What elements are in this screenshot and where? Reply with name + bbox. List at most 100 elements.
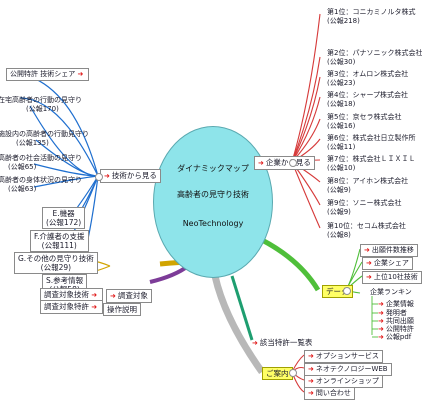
company-2[interactable]: 第2位：パナソニック株式会社 (公報30) — [327, 49, 422, 67]
company-branch-label[interactable]: ➜企業から見る — [254, 156, 315, 170]
arrow-right-icon: ➜ — [252, 339, 258, 347]
tech-item-5-title: E.機器 — [52, 209, 75, 218]
arrow-right-icon: ➜ — [77, 70, 84, 78]
company-1-sub: (公報218) — [327, 17, 360, 25]
tech-item-1[interactable]: 在宅高齢者の行動の見守り (公報170) — [0, 96, 82, 114]
center-topic[interactable]: ダイナミックマップ 高齢者の見守り技術 NeoTechnology — [153, 126, 273, 278]
company-node-dot — [289, 159, 297, 167]
arrow-right-icon: ➜ — [308, 352, 314, 360]
tech-item-4-title: 高齢者の身体状況の見守り — [0, 176, 82, 184]
guide-item-4[interactable]: ➜問い合わせ — [304, 387, 355, 400]
ranking-item-5[interactable]: ➜公報pdf — [378, 333, 411, 342]
arrow-right-icon: ➜ — [366, 259, 372, 267]
survey-tech-text: 調査対象技術 — [44, 290, 89, 299]
tech-item-4-sub: (公報63) — [8, 185, 37, 193]
company-9[interactable]: 第9位：ソニー株式会社 (公報9) — [327, 199, 401, 217]
company-7[interactable]: 第7位：株式会社ＬＩＸＩＬ (公報10) — [327, 155, 415, 173]
company-4[interactable]: 第4位：シャープ株式会社 (公報18) — [327, 91, 408, 109]
arrow-right-icon: ➜ — [378, 300, 384, 308]
company-9-sub: (公報9) — [327, 208, 351, 216]
data-node-dot — [343, 287, 351, 295]
survey-patent-text: 調査対象特許 — [44, 302, 89, 311]
company-3-sub: (公報23) — [327, 79, 356, 87]
operation-guide[interactable]: 操作説明 — [103, 303, 141, 316]
company-1[interactable]: 第1位：コニカミノルタ株式 (公報218) — [327, 8, 415, 26]
patent-list-link[interactable]: ➜該当特許一覧表 — [252, 338, 312, 348]
arrow-right-icon: ➜ — [378, 325, 384, 333]
ranking-item-2[interactable]: ➜発明者 — [378, 309, 407, 318]
survey-patent-link[interactable]: 調査対象特許 ➜ — [40, 300, 104, 314]
guide-node-dot — [289, 369, 297, 377]
tech-item-3[interactable]: 高齢者の社会活動の見守り (公報65) — [0, 154, 82, 172]
company-8-name: 第8位：アイホン株式会社 — [327, 177, 409, 185]
arrow-right-icon: ➜ — [308, 377, 314, 385]
data-branch — [260, 237, 321, 292]
data-item-2-text: 企業シェア — [373, 259, 409, 267]
tech-item-7-title: G.その他の見守り技術 — [18, 254, 94, 263]
company-10[interactable]: 第10位：セコム株式会社 (公報8) — [327, 222, 406, 240]
company-4-name: 第4位：シャープ株式会社 — [327, 91, 409, 99]
arrow-right-icon: ➜ — [378, 333, 384, 341]
tech-item-5-sub: (公報172) — [46, 218, 82, 227]
top-share-link[interactable]: 公開特許 技術シェア ➜ — [6, 68, 90, 81]
data-item-1[interactable]: ➜出願件数推移 — [360, 244, 418, 257]
tech-item-7-sub: (公報29) — [40, 263, 72, 272]
ranking-item-3[interactable]: ➜共同出願 — [378, 317, 414, 326]
company-6-sub: (公報11) — [327, 143, 356, 151]
tech-item-6[interactable]: F.介護者の支援 (公報111) — [30, 230, 89, 252]
guide-branch-label[interactable]: ご案内 — [262, 367, 293, 380]
guide-label-text: ご案内 — [266, 369, 289, 378]
survey-label[interactable]: ➜調査対象 — [106, 289, 152, 303]
company-7-sub: (公報10) — [327, 164, 356, 172]
tech-item-2-sub: (公報135) — [16, 139, 49, 147]
guide-item-1[interactable]: ➜オプションサービス — [304, 350, 383, 363]
company-3-name: 第3位：オムロン株式会社 — [327, 70, 409, 78]
tech-item-8-title: S.参考情報 — [46, 276, 84, 285]
company-branch-text: 企業から見る — [266, 158, 311, 167]
tech-item-7[interactable]: G.その他の見守り技術 (公報29) — [14, 252, 98, 274]
ranking-item-3-text: 共同出願 — [385, 317, 414, 325]
arrow-right-icon: ➜ — [308, 389, 314, 397]
tech-item-2-title: 施設内の高齢者の行動見守り — [0, 130, 89, 138]
ranking-item-1[interactable]: ➜企業情報 — [378, 300, 414, 309]
arrow-right-icon: ➜ — [378, 317, 384, 325]
tech-item-3-title: 高齢者の社会活動の見守り — [0, 154, 82, 162]
arrow-right-icon: ➜ — [110, 292, 116, 300]
center-line-1: ダイナミックマップ — [177, 164, 249, 173]
arrow-right-icon: ➜ — [89, 303, 98, 311]
data-label-text: データ — [326, 287, 349, 296]
company-5-sub: (公報16) — [327, 122, 356, 130]
company-5-name: 第5位：京セラ株式会社 — [327, 113, 402, 121]
data-item-2[interactable]: ➜企業シェア — [362, 257, 413, 270]
tech-item-1-sub: (公報170) — [26, 105, 59, 113]
data-item-3-text: 上位10社技術 — [373, 273, 418, 281]
tech-branch-text: 技術から見る — [111, 171, 157, 180]
company-9-name: 第9位：ソニー株式会社 — [327, 199, 402, 207]
company-3[interactable]: 第3位：オムロン株式会社 (公報23) — [327, 70, 408, 88]
ranking-item-2-text: 発明者 — [385, 309, 407, 317]
survey-label-text: 調査対象 — [117, 291, 148, 300]
ranking-head[interactable]: 企業ランキン — [370, 288, 412, 297]
ranking-head-text: 企業ランキン — [370, 288, 412, 296]
company-6[interactable]: 第6位：株式会社日立製作所 (公報11) — [327, 134, 415, 152]
company-4-sub: (公報18) — [327, 100, 356, 108]
ranking-item-4[interactable]: ➜公開特許 — [378, 325, 414, 334]
arrow-right-icon: ➜ — [104, 172, 110, 180]
company-5[interactable]: 第5位：京セラ株式会社 (公報16) — [327, 113, 401, 131]
company-8[interactable]: 第8位：アイホン株式会社 (公報9) — [327, 177, 408, 195]
company-10-name: 第10位：セコム株式会社 — [327, 222, 406, 230]
company-2-name: 第2位：パナソニック株式会社 — [327, 49, 422, 57]
tech-item-1-title: 在宅高齢者の行動の見守り — [0, 96, 82, 104]
data-item-3[interactable]: ➜上位10社技術 — [362, 271, 422, 284]
tech-item-5[interactable]: E.機器 (公報172) — [42, 207, 86, 229]
tech-item-3-sub: (公報65) — [8, 163, 37, 171]
tech-item-2[interactable]: 施設内の高齢者の行動見守り (公報135) — [0, 130, 89, 148]
center-line-2: 高齢者の見守り技術 — [177, 190, 249, 199]
tech-item-6-title: F.介護者の支援 — [34, 232, 85, 241]
tech-branch-label[interactable]: ➜技術から見る — [100, 169, 161, 183]
patent-list-text: 該当特許一覧表 — [259, 338, 313, 347]
guide-item-2-text: ネオテクノロジーWEB — [315, 365, 388, 373]
company-2-sub: (公報30) — [327, 58, 356, 66]
arrow-right-icon: ➜ — [89, 291, 98, 299]
tech-item-4[interactable]: 高齢者の身体状況の見守り (公報63) — [0, 176, 82, 194]
